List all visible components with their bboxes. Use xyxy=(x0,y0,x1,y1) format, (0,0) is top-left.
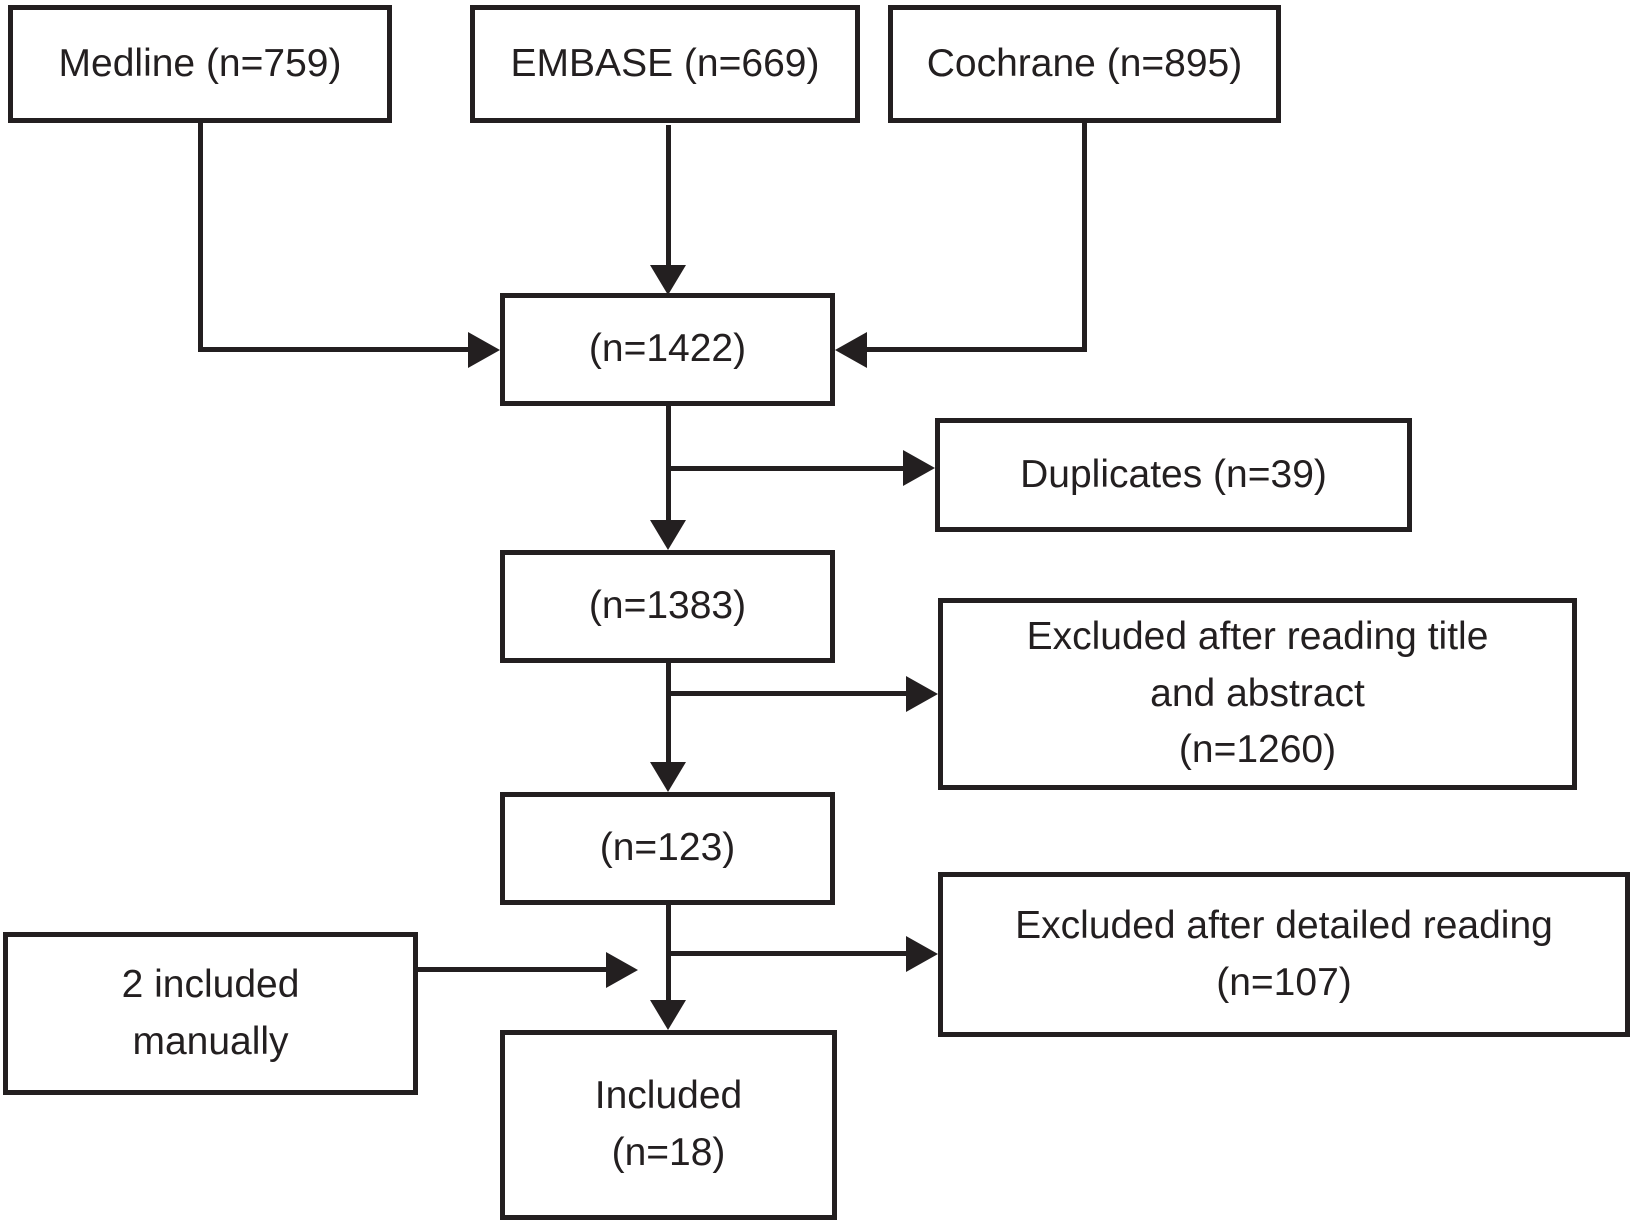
excluded-title-abstract-line1: Excluded after reading title xyxy=(1026,615,1489,659)
embase-box: EMBASE (n=669) xyxy=(470,5,860,123)
excluded-detailed-branch-line xyxy=(668,951,906,956)
duplicates-branch-arrowhead-icon xyxy=(903,450,935,486)
included-manually-box: 2 included manually xyxy=(3,932,418,1095)
embase-connector-vertical-line xyxy=(666,125,671,265)
after-duplicates-to-screened-arrowhead-icon xyxy=(650,762,686,792)
excluded-title-abstract-branch-line xyxy=(668,691,906,696)
pooled-to-after-duplicates-arrowhead-icon xyxy=(650,520,686,550)
included-manually-line2: manually xyxy=(132,1019,289,1063)
excluded-title-abstract-branch-arrowhead-icon xyxy=(906,676,938,712)
medline-box: Medline (n=759) xyxy=(8,5,392,123)
embase-label: EMBASE (n=669) xyxy=(510,41,820,85)
cochrane-to-pooled-arrowhead-icon xyxy=(835,332,867,368)
excluded-detailed-line2: (n=107) xyxy=(1216,960,1352,1004)
medline-to-pooled-arrowhead-icon xyxy=(468,332,500,368)
medline-label: Medline (n=759) xyxy=(58,41,342,85)
excluded-detailed-box: Excluded after detailed reading (n=107) xyxy=(938,872,1630,1037)
excluded-title-abstract-box: Excluded after reading title and abstrac… xyxy=(938,598,1577,790)
excluded-detailed-branch-arrowhead-icon xyxy=(906,936,938,972)
pooled-records-label: (n=1422) xyxy=(588,327,747,371)
excluded-title-abstract-line3: (n=1260) xyxy=(1178,728,1337,772)
after-duplicates-box: (n=1383) xyxy=(500,550,835,663)
cochrane-connector-vertical-line xyxy=(1082,122,1087,352)
included-manually-connector-line xyxy=(418,967,606,972)
excluded-title-abstract-line2: and abstract xyxy=(1150,671,1365,715)
medline-connector-horizontal-line xyxy=(198,347,468,352)
cochrane-box: Cochrane (n=895) xyxy=(888,5,1281,123)
embase-to-pooled-arrowhead-icon xyxy=(650,265,686,295)
medline-connector-vertical-line xyxy=(198,122,203,352)
screened-to-included-arrowhead-icon xyxy=(650,1000,686,1030)
duplicates-box: Duplicates (n=39) xyxy=(935,418,1412,532)
after-title-abstract-label: (n=123) xyxy=(599,826,736,870)
included-box: Included (n=18) xyxy=(500,1030,837,1220)
included-manually-arrowhead-icon xyxy=(606,952,638,988)
excluded-detailed-line1: Excluded after detailed reading xyxy=(1015,903,1553,947)
cochrane-label: Cochrane (n=895) xyxy=(926,41,1243,85)
included-line1: Included xyxy=(594,1074,743,1118)
pooled-to-after-duplicates-line xyxy=(666,406,671,520)
after-title-abstract-box: (n=123) xyxy=(500,792,835,905)
cochrane-connector-horizontal-line xyxy=(867,347,1087,352)
included-line2: (n=18) xyxy=(611,1131,726,1174)
pooled-records-box: (n=1422) xyxy=(500,293,835,406)
included-manually-line1: 2 included xyxy=(121,962,300,1006)
duplicates-branch-line xyxy=(668,466,903,471)
after-duplicates-label: (n=1383) xyxy=(588,584,747,628)
duplicates-label: Duplicates (n=39) xyxy=(1020,452,1327,496)
after-duplicates-to-screened-line xyxy=(666,663,671,762)
